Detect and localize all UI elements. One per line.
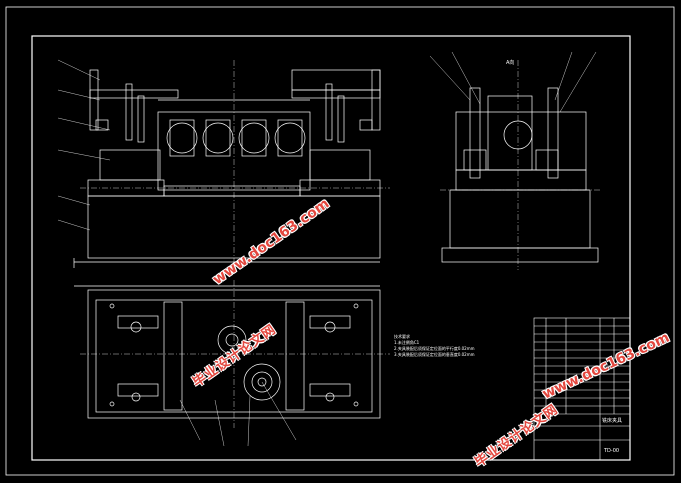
notes-line-3: 3.夹具装配后须保证定位面的垂直度0.02mm	[394, 352, 475, 357]
side-view	[441, 87, 599, 263]
technical-notes: 技术要求 1.未注倒角C1 2.夹具装配后须保证定位面的平行度0.02mm 3.…	[394, 334, 475, 358]
outer-border	[5, 6, 675, 476]
front-view	[73, 69, 381, 268]
title-block	[533, 317, 631, 461]
side-view-title: A向	[506, 59, 514, 66]
notes-title: 技术要求	[394, 334, 410, 339]
front-view-leaders	[57, 59, 111, 231]
inner-frame	[31, 35, 631, 461]
side-view-center-lines	[440, 60, 600, 270]
top-view	[74, 285, 381, 419]
top-view-leaders	[179, 381, 297, 447]
side-view-leaders	[429, 51, 597, 113]
title-block-part-name: 铣床夹具	[602, 417, 622, 424]
notes-line-2: 2.夹具装配后须保证定位面的平行度0.02mm	[394, 346, 475, 351]
notes-line-1: 1.未注倒角C1	[394, 340, 420, 345]
title-block-drawing-no: TD-00	[603, 448, 619, 454]
top-view-center-lines	[80, 280, 390, 428]
front-view-center-lines	[80, 60, 390, 268]
